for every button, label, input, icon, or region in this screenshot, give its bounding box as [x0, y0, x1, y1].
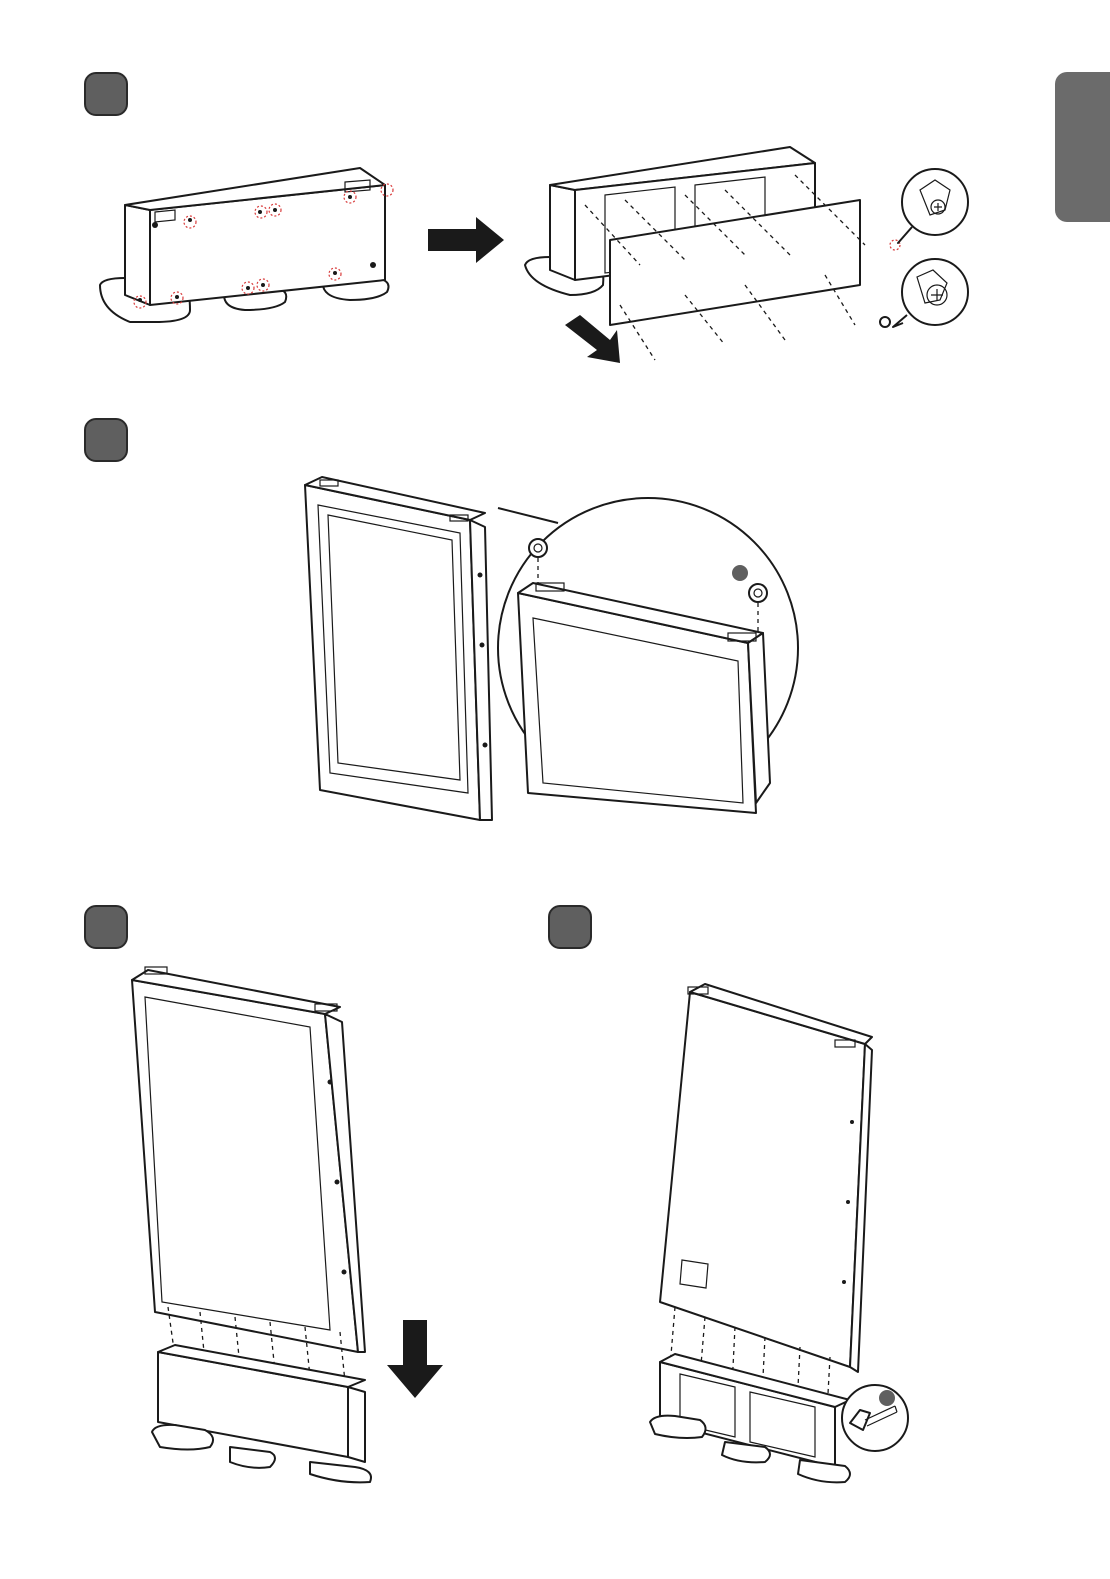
hex-bolt-icon [835, 1378, 915, 1458]
torx-screw-icon [890, 165, 972, 247]
step-badge-2 [84, 418, 128, 462]
step-badge-1 [84, 72, 128, 116]
step-badge-4 [548, 905, 592, 949]
step3-mount-figure [130, 962, 380, 1482]
arrow-down-icon [385, 1320, 445, 1400]
arrow-right-icon [428, 215, 508, 265]
step1-stand-figure [95, 160, 405, 330]
step-badge-3 [84, 905, 128, 949]
step2-display-figure [300, 475, 490, 825]
phillips-screw-icon [885, 255, 973, 337]
step1-cover-removed-figure [525, 145, 875, 370]
step2-eye-bolt-detail [488, 483, 798, 813]
language-side-tab [1055, 72, 1110, 222]
